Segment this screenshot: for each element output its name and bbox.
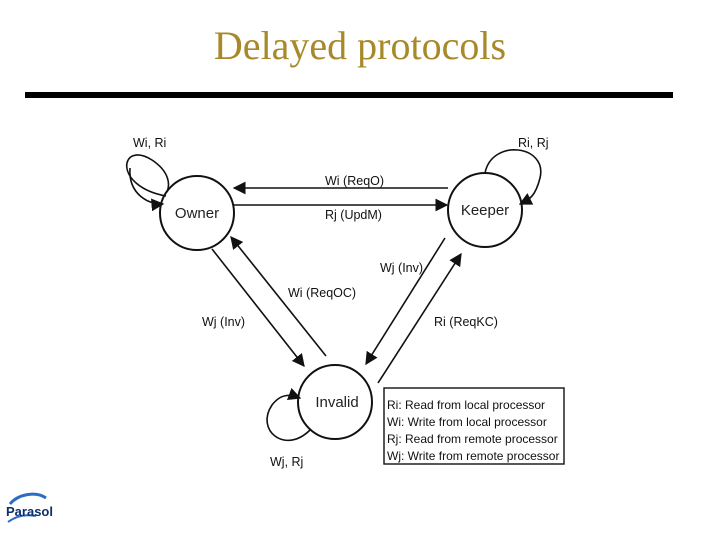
keeper-loop-label: Ri, Rj (518, 136, 549, 150)
owner-state (159, 175, 235, 251)
invalid-to-keeper-label: Ri (ReqKC) (434, 315, 498, 329)
keeper-to-invalid-label: Wj (Inv) (380, 261, 423, 275)
owner-to-invalid-label: Wj (Inv) (202, 315, 245, 329)
keeper-to-invalid-arrow (365, 237, 446, 366)
keeper-label: Keeper (461, 202, 509, 219)
legend-item: Wi: Write from local processor (387, 415, 547, 429)
slide-title: Delayed protocols (213, 23, 507, 68)
keeper-to-owner-label: Wi (ReqO) (325, 174, 384, 188)
owner-self-loop (125, 154, 170, 197)
legend-box (383, 387, 565, 465)
invalid-to-keeper-arrow (377, 252, 462, 384)
owner-label: Owner (175, 205, 219, 222)
parasol-logo-text: Parasol (6, 504, 53, 519)
invalid-label: Invalid (315, 394, 358, 411)
legend-item: Ri: Read from local processor (387, 398, 545, 412)
keeper-self-loop-arrow (484, 149, 542, 205)
owner-loop-label: Wi, Ri (133, 136, 166, 150)
parasol-logo-icon (7, 492, 47, 523)
legend-item: Rj: Read from remote processor (387, 432, 558, 446)
legend-item: Wj: Write from remote processor (387, 449, 559, 463)
owner-to-keeper-label: Rj (UpdM) (325, 208, 382, 222)
invalid-state (297, 364, 373, 440)
invalid-to-owner-label: Wi (ReqOC) (288, 286, 356, 300)
title-divider (25, 92, 673, 98)
invalid-self-loop-arrow (266, 387, 311, 442)
invalid-to-owner-arrow (230, 235, 327, 357)
invalid-loop-label: Wj, Rj (270, 455, 303, 469)
owner-self-loop-arrow (129, 167, 165, 212)
owner-to-invalid-arrow (211, 248, 305, 368)
